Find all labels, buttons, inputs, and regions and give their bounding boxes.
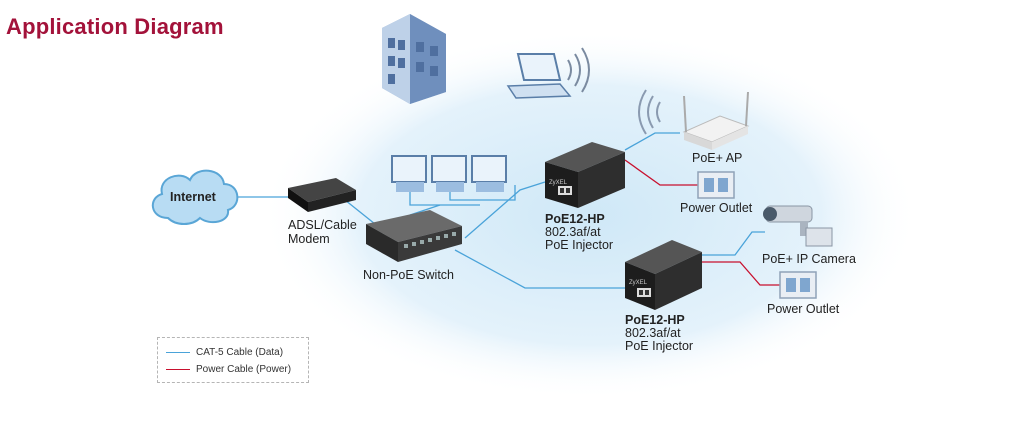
access-point-icon <box>682 91 750 150</box>
ap-wifi-icon <box>638 89 661 135</box>
legend-power-label: Power Cable (Power) <box>196 364 292 375</box>
building-icon <box>382 14 446 104</box>
injector-1-standard: 802.3af/at <box>545 225 601 239</box>
power-outlet-1-icon <box>697 171 735 199</box>
injector-2-icon <box>625 240 702 310</box>
injector-2-name: PoE12-HP <box>625 313 685 327</box>
switch-label: Non-PoE Switch <box>363 268 455 282</box>
power-outlet-1-label: Power Outlet <box>680 201 753 215</box>
power-cables <box>624 159 780 286</box>
injector-2-type: PoE Injector <box>625 339 694 353</box>
injector-2-brand: ZyXEL <box>629 280 648 286</box>
legend-data-row: CAT-5 Cable (Data) <box>166 347 283 358</box>
injector-1-icon <box>545 142 625 208</box>
page-title: Application Diagram <box>6 14 224 39</box>
computers-icon <box>391 155 507 192</box>
power-outlet-2-icon <box>779 271 817 299</box>
wifi-icon <box>567 47 590 93</box>
laptop-icon <box>506 53 572 99</box>
camera-label: PoE+ IP Camera <box>762 252 856 266</box>
switch-icon <box>366 210 462 262</box>
modem-label-line2: Modem <box>288 232 330 246</box>
modem-label-line1: ADSL/Cable <box>288 218 357 232</box>
modem-icon <box>288 178 356 212</box>
legend: CAT-5 Cable (Data) Power Cable (Power) <box>157 337 309 383</box>
ip-camera-icon <box>763 205 833 247</box>
legend-data-swatch <box>166 351 190 353</box>
injector-1-brand: ZyXEL <box>549 180 568 186</box>
ap-label: PoE+ AP <box>692 151 743 165</box>
background-glow <box>260 30 920 400</box>
injector-1-name: PoE12-HP <box>545 212 605 226</box>
legend-data-label: CAT-5 Cable (Data) <box>196 347 284 358</box>
legend-power-row: Power Cable (Power) <box>166 364 291 375</box>
legend-power-swatch <box>166 368 190 370</box>
data-cables <box>235 132 765 289</box>
power-outlet-2-label: Power Outlet <box>767 302 840 316</box>
cloud-icon <box>152 169 239 225</box>
injector-2-standard: 802.3af/at <box>625 326 681 340</box>
internet-label: Internet <box>170 190 216 204</box>
injector-1-type: PoE Injector <box>545 238 614 252</box>
